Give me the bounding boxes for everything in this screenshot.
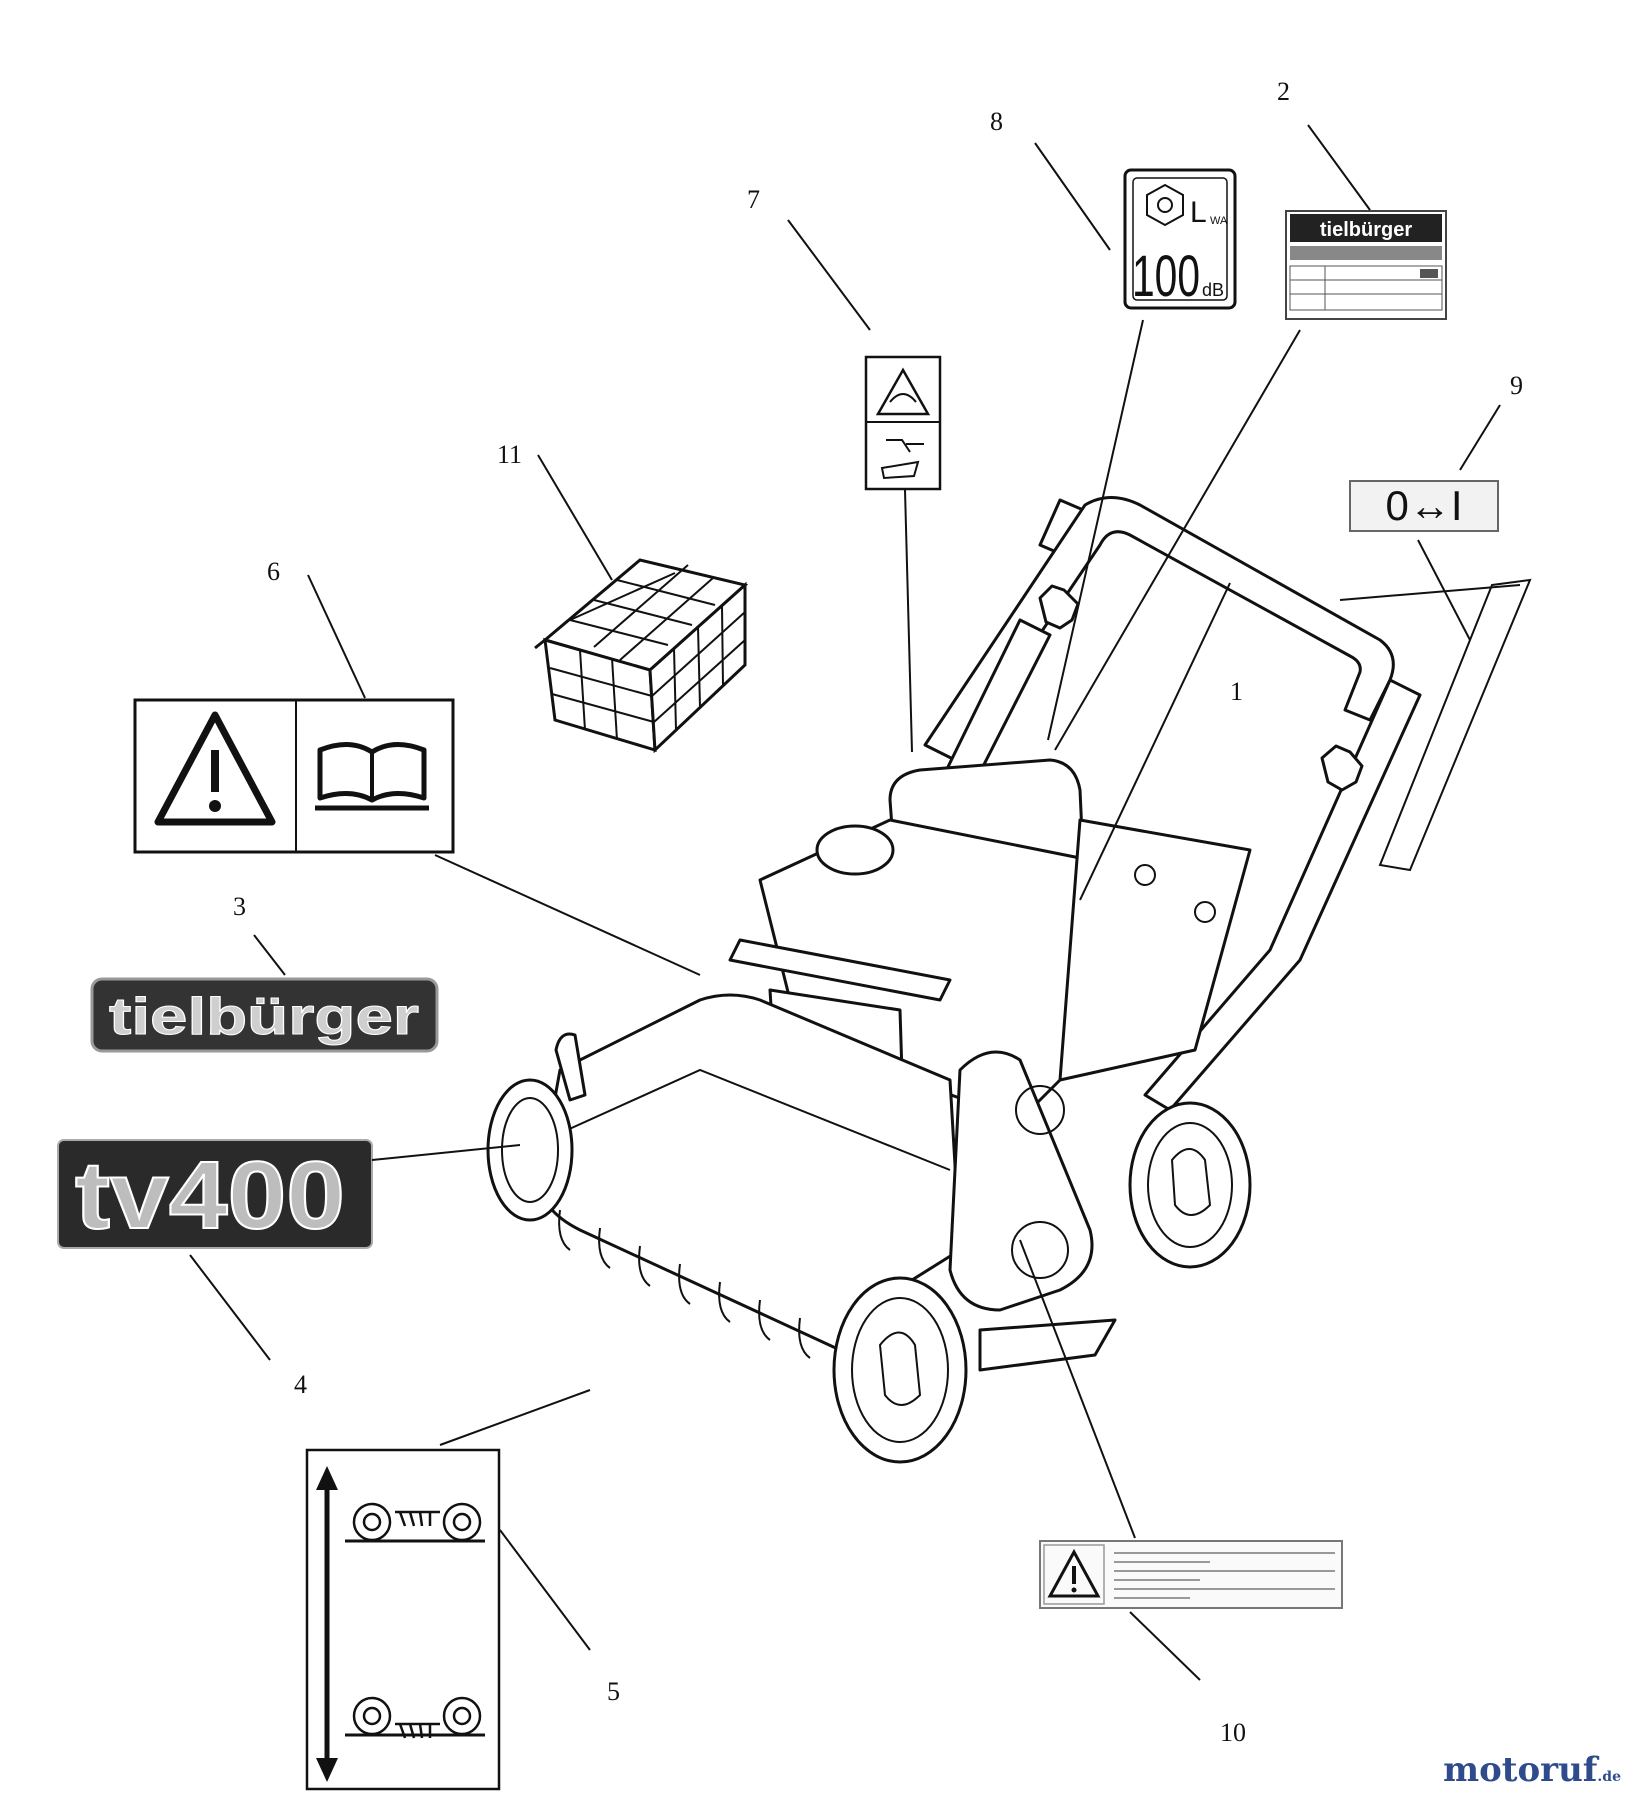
hand-hazard-icon	[875, 367, 931, 416]
roller-slots	[558, 1209, 811, 1359]
leader-lines	[189, 124, 1501, 1681]
part-2-rating-plate: tielbürger	[1285, 210, 1447, 320]
callout-9: 9	[1510, 371, 1523, 400]
roller-raised-icon	[345, 1502, 485, 1543]
callout-numbers: 1 2 3 4 5 6 7 8 9 10 11	[233, 77, 1523, 1747]
part-10-warning-label	[1039, 1540, 1343, 1609]
callout-11: 11	[497, 440, 522, 469]
callout-8: 8	[990, 107, 1003, 136]
sound-power-icon	[1146, 183, 1184, 227]
noise-symbol: L	[1190, 196, 1207, 229]
warning-text-lines	[1114, 1552, 1335, 1599]
part-9-switch-label: 0↔I	[1349, 480, 1499, 532]
part-8-noise-label: L WA 100 dB	[1123, 168, 1237, 310]
roller-lowered-icon	[345, 1696, 485, 1739]
manual-book-icon	[315, 742, 429, 811]
brand-logo-text: tielbürger	[109, 988, 419, 1046]
callout-1: 1	[1230, 677, 1243, 706]
watermark-text: motoruf	[1443, 1750, 1598, 1790]
callout-5: 5	[607, 1677, 620, 1706]
switch-label-text: 0↔I	[1385, 482, 1462, 529]
rating-plate-grid	[1289, 265, 1443, 311]
wheel-front-left	[486, 1078, 574, 1222]
double-arrow-icon	[316, 1466, 338, 1782]
noise-unit: dB	[1202, 280, 1224, 300]
model-logo-text: tv400	[75, 1142, 345, 1249]
watermark: motoruf.de	[1443, 1750, 1621, 1790]
fuel-cap	[815, 824, 895, 876]
callout-10: 10	[1220, 1718, 1246, 1747]
part-5-depth-label	[305, 1448, 501, 1791]
noise-subscript: WA	[1210, 215, 1228, 227]
part-7-safety-pictograms	[864, 355, 942, 491]
warning-triangle-icon	[154, 711, 276, 826]
handle-knob-right	[1320, 744, 1364, 792]
part-4-model-logo: tv400	[57, 1139, 373, 1250]
handle-knob-left	[1038, 584, 1080, 630]
callout-2: 2	[1277, 77, 1290, 106]
engine-rim	[728, 938, 952, 1002]
callout-4: 4	[294, 1370, 307, 1399]
depth-lever	[554, 1032, 587, 1102]
part-11-grass-basket	[534, 558, 749, 754]
rating-plate-brand: tielbürger	[1320, 219, 1412, 241]
frame-plate	[1058, 818, 1252, 1082]
callout-7: 7	[747, 185, 760, 214]
wheel-rear-right	[1128, 1101, 1252, 1269]
base-plate	[978, 1318, 1117, 1372]
foot-hazard-icon	[880, 439, 924, 480]
wheel-bracket	[948, 1050, 1094, 1312]
callout-6: 6	[267, 557, 280, 586]
part-6-warning-manual-label	[133, 698, 455, 854]
part-3-brand-logo: tielbürger	[90, 977, 439, 1053]
warning-triangle-icon	[1047, 1548, 1101, 1598]
watermark-suffix: .de	[1597, 1769, 1621, 1785]
scarifier-machine	[486, 496, 1532, 1464]
noise-value: 100	[1132, 244, 1200, 309]
callout-3: 3	[233, 892, 246, 921]
wheel-front-right	[832, 1276, 968, 1464]
